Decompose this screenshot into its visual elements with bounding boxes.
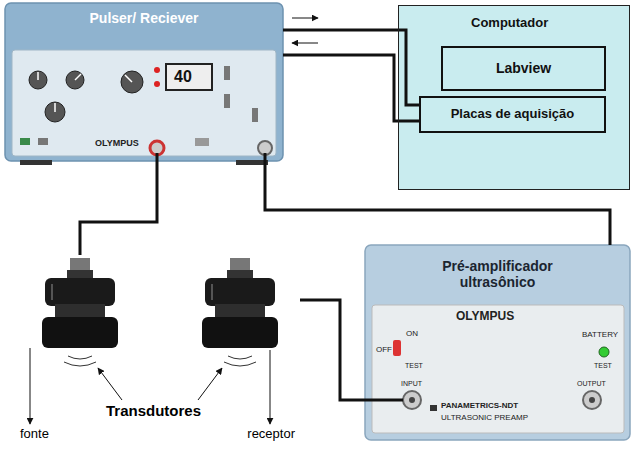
panel-label: TEST — [405, 362, 423, 370]
panel-label: PANAMETRICS-NDT — [441, 402, 518, 411]
panel-label: OUTPUT — [577, 380, 606, 388]
acquisition-box: Placas de aquisição — [419, 96, 606, 133]
cable — [80, 165, 157, 255]
computer-box: ComputadorLabviewPlacas de aquisição — [398, 5, 630, 190]
group-leaders — [98, 368, 222, 400]
brand-label: OLYMPUS — [95, 139, 139, 149]
transducer: receptor — [185, 255, 300, 445]
node-label: receptor — [247, 427, 295, 442]
pulser-device — [5, 3, 283, 165]
computer-fill — [398, 5, 630, 190]
panel-label: BATTERY — [582, 331, 618, 340]
brand-label: OLYMPUS — [456, 310, 514, 323]
cable — [300, 300, 365, 400]
panel-label: OFF — [376, 346, 392, 355]
node-label: fonte — [20, 427, 49, 442]
panel-label: ON — [406, 330, 418, 339]
software-box: Labview — [441, 46, 606, 91]
cable — [265, 165, 610, 245]
node-label: Labview — [496, 60, 551, 76]
group-label: Transdutores — [106, 403, 201, 420]
node-label: Pré-amplificador ultrasônico — [408, 258, 588, 290]
node-label: Placas de aquisição — [451, 107, 575, 122]
display-readout: 40 — [174, 68, 192, 86]
transducer-receiver — [202, 258, 278, 424]
device-panel: Pré-amplificador ultrasônico — [365, 245, 630, 440]
computer-fill — [398, 5, 630, 190]
panel-label: INPUT — [401, 380, 422, 388]
device-panel: Pulser/ Reciever — [5, 3, 283, 165]
node-label: Computador — [471, 16, 548, 31]
preamp-device — [365, 245, 630, 440]
transducer-source — [30, 258, 118, 424]
panel-label: TEST — [594, 362, 612, 370]
node-label: Pulser/ Reciever — [90, 10, 199, 26]
panel-label: ULTRASONIC PREAMP — [441, 414, 528, 423]
